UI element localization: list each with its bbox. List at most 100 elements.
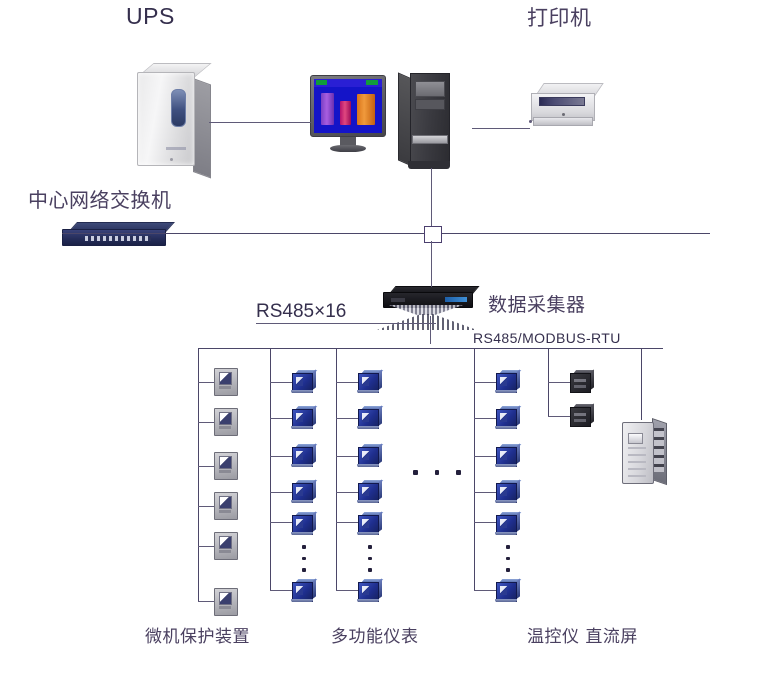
collector-cable-fan	[389, 305, 463, 315]
multimeter	[495, 443, 522, 467]
link-collector-to-rs485-trunk	[430, 316, 431, 344]
multimeter-c3-tap-5	[474, 522, 496, 523]
ups-side-face	[193, 78, 211, 179]
multimeter-base	[291, 426, 313, 429]
multimeter-screen	[362, 451, 369, 460]
multimeter-screen	[296, 487, 303, 496]
screen-bar-magenta	[340, 101, 351, 125]
multimeter-c3-tap-2	[474, 418, 496, 419]
rs485-modbus-label: RS485/MODBUS-RTU	[473, 330, 621, 346]
protection-tap-4	[198, 506, 214, 507]
multimeter-base	[495, 599, 517, 602]
temp-controller-tap-2	[548, 416, 570, 417]
cabinet-front-face	[622, 422, 654, 484]
protection-device-screen	[219, 536, 232, 549]
protection-device	[214, 532, 238, 560]
multimeter-screen	[500, 519, 507, 528]
multimeter-c3-ellipsis	[506, 545, 510, 580]
multimeter-front-face	[358, 483, 379, 503]
multimeter-c1-tap-4	[270, 492, 292, 493]
dc-cabinet-riser	[641, 348, 642, 420]
multimeter	[291, 369, 318, 393]
protection-device	[214, 368, 238, 396]
monitor-neck	[340, 137, 356, 146]
multimeter-screen	[500, 451, 507, 460]
screen-green-block-right	[366, 80, 378, 85]
multimeter-base	[495, 500, 517, 503]
temp-controller-display-line-2	[574, 385, 586, 388]
ups-front-face	[137, 72, 195, 166]
multimeter-base	[495, 426, 517, 429]
screen-green-block-left	[316, 80, 327, 85]
temp-controller-front-face	[570, 407, 591, 427]
switch-port-array	[85, 236, 151, 241]
multimeter-base	[357, 390, 379, 393]
cabinet-module-slots	[654, 428, 664, 472]
multimeter-base	[291, 500, 313, 503]
multimeter-c2-ellipsis	[368, 545, 372, 580]
screen-bar-orange	[357, 94, 375, 125]
multimeter-column-1-riser	[270, 348, 271, 590]
multimeter-base	[291, 532, 313, 535]
protection-device-button-row	[219, 386, 231, 389]
screen-bar-purple	[321, 93, 334, 125]
device-distribution-bus	[198, 348, 663, 349]
multimeter-c2-tap-3	[336, 456, 358, 457]
protection-group-label: 微机保护装置	[145, 627, 250, 647]
multimeter-base	[357, 599, 379, 602]
ups-display-panel	[171, 89, 186, 127]
printer-connect-dot	[529, 120, 532, 123]
multimeter-screen	[362, 377, 369, 386]
multimeter-c3-bottom-stub	[474, 590, 498, 591]
printer-label: 打印机	[527, 6, 592, 30]
rs485-count-label: RS485×16	[256, 301, 347, 322]
multimeter-base	[357, 426, 379, 429]
tower-front-panel	[412, 135, 448, 144]
multimeter-c3-tap-4	[474, 492, 496, 493]
multimeter-c1-tap-3	[270, 456, 292, 457]
rs485-trunk-left	[256, 323, 436, 324]
multimeter-c1-tap-2	[270, 418, 292, 419]
multimeter-screen	[500, 487, 507, 496]
monitor-base	[330, 145, 366, 152]
protection-tap-5	[198, 546, 214, 547]
link-tower-to-bus	[431, 168, 432, 230]
collector-status-led-bar	[445, 297, 467, 302]
multimeter-c1-tap-1	[270, 382, 292, 383]
printer-power-dot	[562, 113, 565, 116]
cabinet-meter-display	[628, 433, 643, 444]
multimeter	[357, 578, 384, 602]
protection-device-screen	[219, 412, 232, 425]
printer-body	[531, 93, 595, 121]
protection-device-screen	[219, 592, 232, 605]
multimeter-column-2-riser	[336, 348, 337, 590]
protection-device-screen	[219, 372, 232, 385]
protection-tap-3	[198, 466, 214, 467]
multimeter-c3-tap-3	[474, 456, 496, 457]
multimeter-c2-bottom-stub	[336, 590, 360, 591]
multimeter-base	[357, 532, 379, 535]
protection-device-screen	[219, 456, 232, 469]
multimeter-screen	[362, 487, 369, 496]
link-tower-to-printer	[472, 128, 530, 129]
multimeter	[291, 578, 318, 602]
multimeter	[495, 369, 522, 393]
protection-device	[214, 588, 238, 616]
temp-dc-group-label: 温控仪 直流屏	[527, 627, 638, 647]
temp-controller	[570, 369, 595, 393]
link-bus-to-collector	[431, 241, 432, 287]
multimeter-base	[291, 464, 313, 467]
multimeter-screen	[296, 413, 303, 422]
multimeter-base	[495, 390, 517, 393]
temp-controller-front-face	[570, 373, 591, 393]
collector-cable-splay	[377, 314, 477, 330]
monitor-screen	[314, 79, 382, 133]
protection-device	[214, 492, 238, 520]
multimeter-c1-tap-5	[270, 522, 292, 523]
screen-background	[314, 79, 382, 87]
tower-foot	[408, 161, 450, 169]
temp-controller-display-line-1	[574, 379, 586, 382]
multimeter-c1-ellipsis	[302, 545, 306, 580]
protection-column-bottom-stub	[198, 601, 222, 602]
bus-junction-box	[424, 226, 442, 243]
